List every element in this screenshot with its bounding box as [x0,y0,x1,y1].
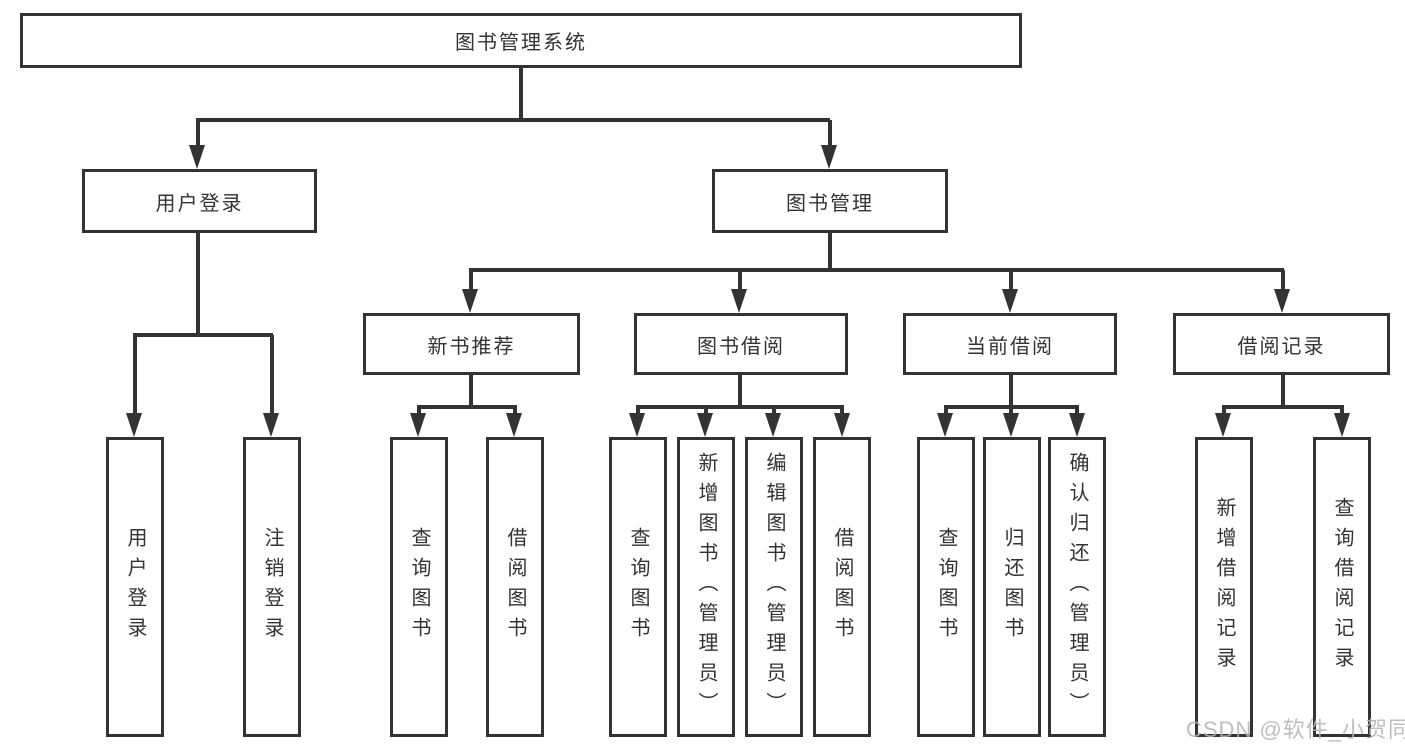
arrow-to-borrow-records [1274,289,1290,313]
leaf-label: 查询图书 [627,527,649,647]
connector-leaf-drop [1009,407,1013,417]
connector-to-user-login [196,120,200,146]
arrow-to-leaf [834,413,850,437]
connector-to-leaf-logout [270,335,274,415]
arrow-to-leaf [1003,413,1019,437]
connector-book-borrow-splitter [636,405,844,409]
connector-to-borrow-records [1281,270,1285,292]
connector-leaf-drop [840,407,844,417]
csdn-watermark: CSDN @软件_小贺同学 [1186,717,1405,742]
leaf-confirm-return-admin: 确认归还（管理员） [1048,437,1106,737]
connector-new-book-stem [469,374,473,408]
arrow-to-leaf [697,413,713,437]
connector-book-management-stem [828,231,832,272]
connector-user-login-splitter [133,333,273,337]
arrow-to-leaf [1334,413,1350,437]
arrow-to-new-book [462,289,478,313]
node-library-management-system: 图书管理系统 [20,13,1022,68]
leaf-label: 查询借阅记录 [1331,497,1353,677]
leaf-borrow-books-recommend: 借阅图书 [486,437,544,737]
arrow-to-leaf [1215,413,1231,437]
leaf-label: 借阅图书 [831,527,853,647]
leaf-add-borrow-record: 新增借阅记录 [1195,437,1253,737]
node-borrow-records: 借阅记录 [1173,313,1390,375]
leaf-borrow-books: 借阅图书 [813,437,871,737]
leaf-query-books-borrow: 查询图书 [609,437,667,737]
arrow-to-book-management [821,145,837,169]
node-book-borrow: 图书借阅 [634,313,848,375]
connector-leaf-drop [1075,407,1079,417]
leaf-label: 新增图书（管理员） [695,452,717,722]
arrow-to-leaf [629,413,645,437]
leaf-label: 新增借阅记录 [1213,497,1235,677]
arrow-to-user-login [189,145,205,169]
connector-to-book-management [828,120,832,146]
connector-borrow-records-stem [1281,374,1285,408]
connector-leaf-drop [772,407,776,417]
leaf-return-books: 归还图书 [983,437,1041,737]
arrow-to-leaf [506,413,522,437]
leaf-label: 归还图书 [1001,527,1023,647]
leaf-query-books-current: 查询图书 [917,437,975,737]
leaf-label: 查询图书 [935,527,957,647]
node-user-login: 用户登录 [82,169,317,233]
leaf-user-login: 用户登录 [106,437,164,737]
arrow-to-leaf-logout [263,413,279,437]
connector-book-borrow-stem [738,374,742,408]
connector-to-leaf-user-login [133,335,137,415]
connector-new-book-splitter [417,405,517,409]
connector-leaf-drop [636,407,640,417]
connector-leaf-drop [704,407,708,417]
connector-to-book-borrow [738,270,742,292]
leaf-add-book-admin: 新增图书（管理员） [677,437,735,737]
arrow-to-leaf [410,413,426,437]
node-new-book-recommend: 新书推荐 [363,313,580,375]
node-current-borrow: 当前借阅 [903,313,1117,375]
arrow-to-leaf [765,413,781,437]
leaf-logout: 注销登录 [243,437,301,737]
arrow-to-leaf [1069,413,1085,437]
connector-leaf-drop [417,407,421,417]
connector-leaf-drop [1340,407,1344,417]
node-book-management: 图书管理 [712,169,948,233]
arrow-to-current-borrow [1002,289,1018,313]
leaf-label: 查询图书 [408,527,430,647]
leaf-label: 编辑图书（管理员） [763,452,785,722]
leaf-query-books-recommend: 查询图书 [390,437,448,737]
connector-root-stem [519,66,523,120]
leaf-label: 借阅图书 [504,527,526,647]
connector-to-new-book [469,270,473,292]
connector-leaf-drop [944,407,948,417]
arrow-to-leaf [937,413,953,437]
leaf-label: 用户登录 [124,527,146,647]
connector-borrow-records-splitter [1222,405,1344,409]
connector-to-current-borrow [1009,270,1013,292]
connector-current-borrow-stem [1009,374,1013,408]
leaf-edit-book-admin: 编辑图书（管理员） [745,437,803,737]
connector-level2-splitter [196,118,830,122]
connector-user-login-stem [196,231,200,335]
connector-leaf-drop [513,407,517,417]
connector-level3-splitter [469,268,1284,272]
leaf-query-borrow-record: 查询借阅记录 [1313,437,1371,737]
arrow-to-leaf-user-login [126,413,142,437]
connector-leaf-drop [1222,407,1226,417]
leaf-label: 确认归还（管理员） [1066,452,1088,722]
arrow-to-book-borrow [731,289,747,313]
leaf-label: 注销登录 [261,527,283,647]
